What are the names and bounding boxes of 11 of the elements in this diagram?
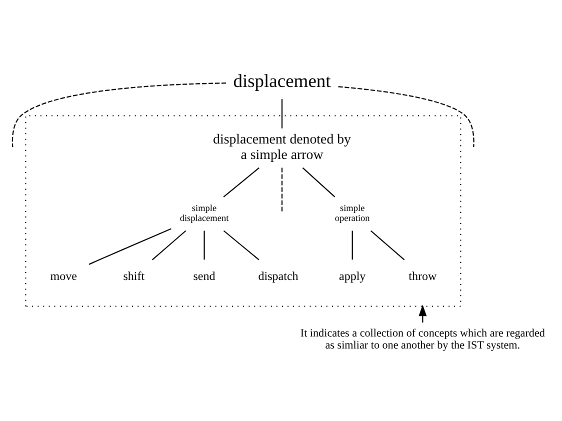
node-text: displacement denoted by a simple arrow — [213, 132, 351, 163]
node-text: send — [193, 268, 216, 282]
node-text: dispatch — [258, 268, 298, 282]
node-text: throw — [408, 268, 437, 282]
node-text: shift — [123, 268, 145, 282]
node-text: simple operation — [334, 204, 370, 224]
node-text: displacement — [233, 71, 331, 92]
node-text: move — [50, 268, 77, 282]
node-text: apply — [338, 268, 366, 282]
node-text: simple displacement — [180, 204, 229, 224]
node-text: It indicates a collection of concepts which are regarded as simliar to one another by the IST system. — [300, 326, 545, 352]
